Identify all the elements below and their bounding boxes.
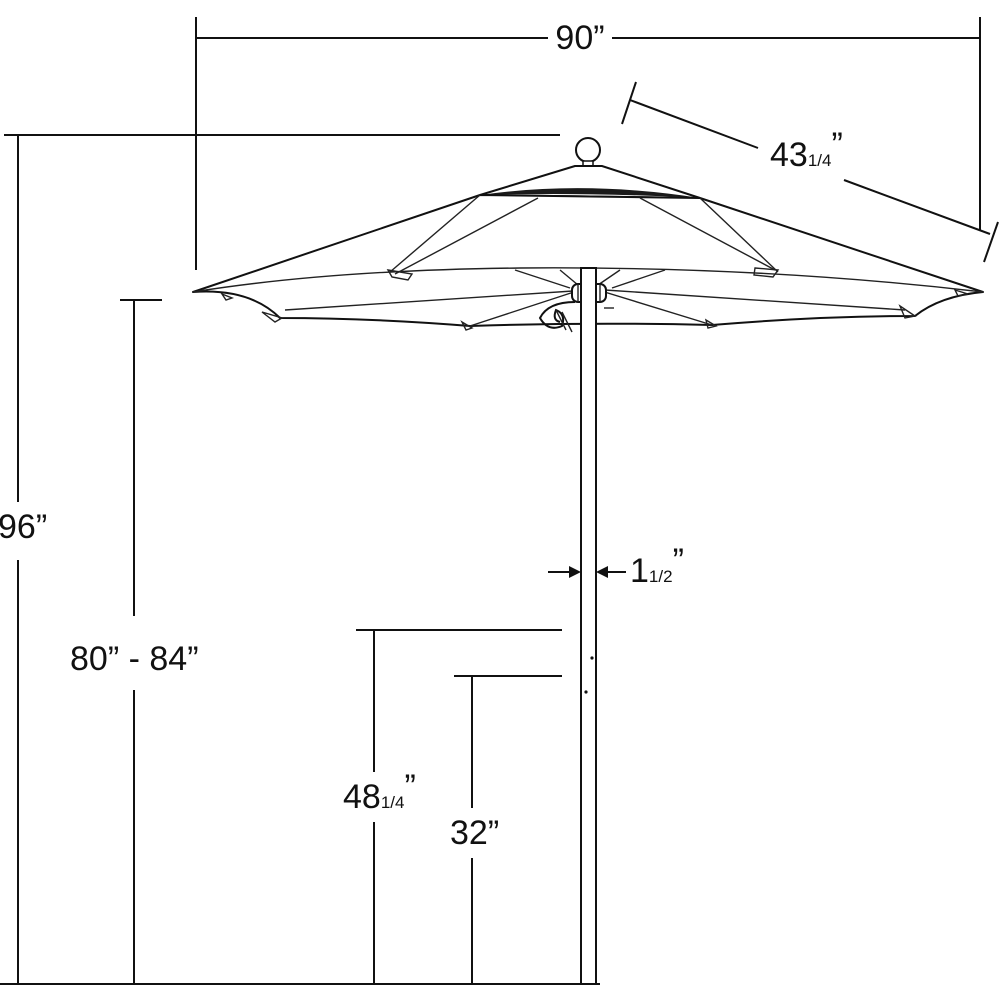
upper-pole-label: 481/4” xyxy=(343,768,416,816)
pole-diameter-label: 11/2” xyxy=(630,542,684,590)
dimension-overall-height: 96” xyxy=(0,134,560,984)
clearance-label: 80” - 84” xyxy=(70,640,199,678)
overall-height-label: 96” xyxy=(0,508,47,546)
pulley-cord xyxy=(538,301,576,329)
dimension-clearance: 80” - 84” xyxy=(70,299,199,984)
dimension-canopy-width: 90” xyxy=(195,17,981,270)
dimension-lower-pole: 32” xyxy=(450,675,562,984)
finial xyxy=(575,137,601,163)
lower-pole-label: 32” xyxy=(450,814,499,852)
dimension-pole-diameter: 11/2” xyxy=(548,542,684,590)
canopy-width-label: 90” xyxy=(555,19,604,57)
pole xyxy=(580,267,597,985)
dimension-rib-length: 431/4” xyxy=(621,81,999,263)
rib-length-label: 431/4” xyxy=(770,126,843,174)
dimension-upper-pole: 481/4” xyxy=(343,629,562,984)
umbrella-illustration xyxy=(192,137,984,985)
